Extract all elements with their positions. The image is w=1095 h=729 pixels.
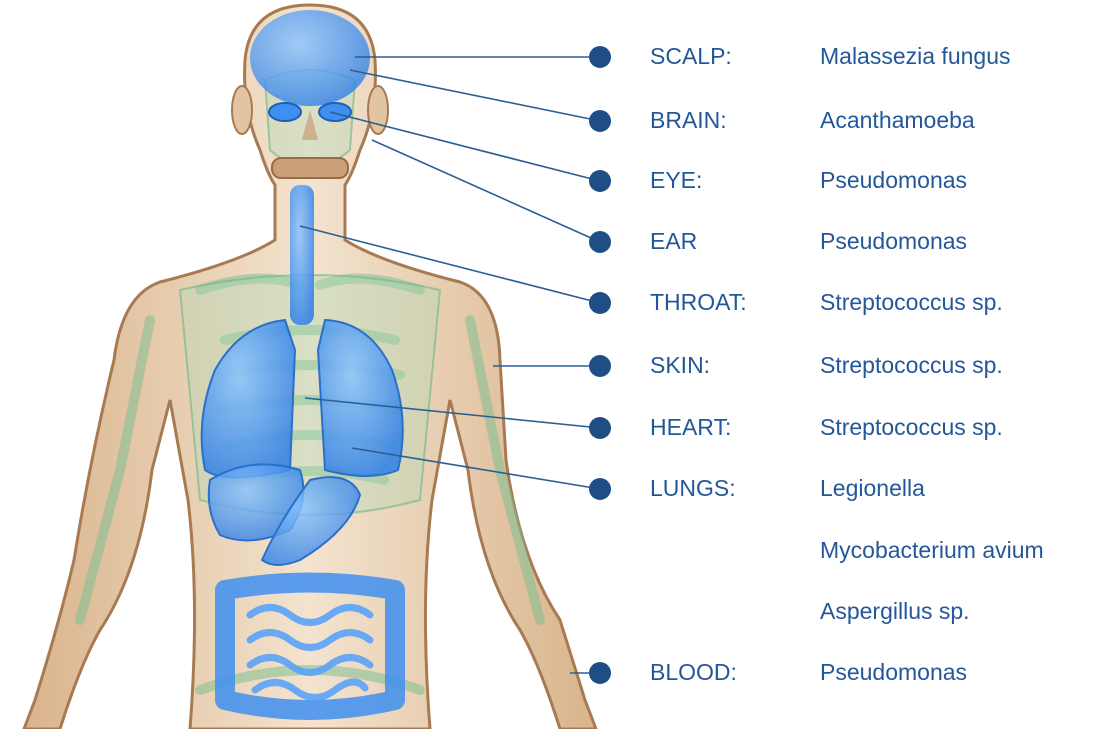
- marker-dot: [589, 110, 611, 132]
- left-eye: [269, 103, 301, 121]
- organism-label: Streptococcus sp.: [820, 413, 1003, 441]
- marker-dot: [589, 662, 611, 684]
- site-label: EAR: [650, 227, 697, 255]
- site-label: THROAT:: [650, 288, 747, 316]
- organism-label: Pseudomonas: [820, 227, 967, 255]
- right-eye: [319, 103, 351, 121]
- marker-dot: [589, 292, 611, 314]
- site-label: HEART:: [650, 413, 731, 441]
- organism-label: Aspergillus sp.: [820, 597, 970, 625]
- organism-label: Malassezia fungus: [820, 42, 1011, 70]
- left-ear: [232, 86, 252, 134]
- brain-organ: [250, 10, 370, 106]
- marker-dot: [589, 417, 611, 439]
- marker-dot: [589, 46, 611, 68]
- marker-dot: [589, 231, 611, 253]
- marker-dot: [589, 355, 611, 377]
- organism-label: Pseudomonas: [820, 658, 967, 686]
- marker-dot: [589, 170, 611, 192]
- site-label: LUNGS:: [650, 474, 736, 502]
- organism-label: Legionella: [820, 474, 925, 502]
- organism-label: Mycobacterium avium: [820, 536, 1044, 564]
- marker-dot: [589, 478, 611, 500]
- organism-label: Streptococcus sp.: [820, 351, 1003, 379]
- leader-line: [372, 140, 600, 242]
- organism-label: Pseudomonas: [820, 166, 967, 194]
- organism-label: Acanthamoeba: [820, 106, 975, 134]
- trachea-organ: [290, 185, 314, 325]
- site-label: BRAIN:: [650, 106, 727, 134]
- site-label: EYE:: [650, 166, 702, 194]
- organism-label: Streptococcus sp.: [820, 288, 1003, 316]
- site-label: BLOOD:: [650, 658, 737, 686]
- leader-line: [330, 112, 600, 181]
- site-label: SKIN:: [650, 351, 710, 379]
- site-label: SCALP:: [650, 42, 732, 70]
- mouth: [272, 158, 348, 178]
